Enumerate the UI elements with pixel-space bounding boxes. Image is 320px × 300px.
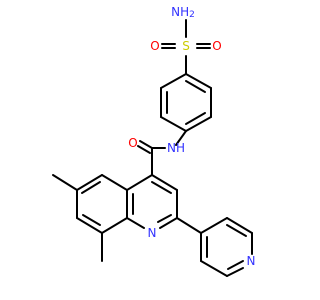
label-pyridine-nitrogen: N (247, 254, 256, 268)
label-oxygen-right: O (212, 39, 221, 53)
bond-p-5 (200, 260, 228, 277)
bond-benzene-4 (160, 116, 187, 132)
bond-benzene-dbl-2 (185, 112, 206, 125)
bond-benzene-dbl-1 (185, 80, 206, 93)
bond-c-o (139, 140, 153, 149)
molecule-structure: NH2 S O O NH O N N (52, 5, 255, 277)
label-sulfur: S (182, 39, 190, 53)
bond-c-o-2 (137, 145, 151, 154)
bond-ring-nh (175, 130, 187, 146)
label-nh2: NH2 (171, 5, 195, 20)
bond-benzene-1 (185, 73, 212, 89)
atom-labels: NH2 S O O NH O N N (128, 5, 255, 268)
bond-b-c5-c6 (76, 174, 103, 191)
label-oxygen-left: O (150, 39, 159, 53)
label-carbonyl-oxygen: O (128, 136, 137, 150)
bond-q-n1-c8a (126, 217, 145, 229)
bond-b-c4a-c5 (101, 174, 128, 191)
bond-p-2 (226, 217, 253, 234)
bond-p-1 (200, 217, 228, 234)
bond-q-dbl-1 (151, 181, 172, 194)
bond-q-dbl-2 (157, 214, 172, 223)
bond-benzene-6 (160, 73, 187, 89)
bond-q-c4-c3 (151, 174, 178, 191)
bond-benzene-3 (185, 116, 212, 132)
bond-b-c7-c8 (76, 217, 103, 234)
bond-b-c8-c8a (101, 217, 128, 234)
bond-c2-pyridine (176, 217, 202, 234)
bond-q-c4a-c4 (126, 174, 153, 191)
bonds (52, 19, 253, 277)
label-quinoline-nitrogen: N (148, 226, 157, 240)
label-amide-nh: NH (167, 141, 185, 155)
bond-b-dbl-2 (82, 214, 101, 226)
bond-p-dbl-3 (227, 260, 244, 270)
bond-p-dbl-1 (226, 224, 247, 237)
bond-q-c2-n1 (159, 217, 178, 229)
bond-b-dbl-1 (81, 181, 101, 194)
bond-p-4 (226, 267, 244, 277)
bond-methyl-6 (52, 174, 78, 191)
